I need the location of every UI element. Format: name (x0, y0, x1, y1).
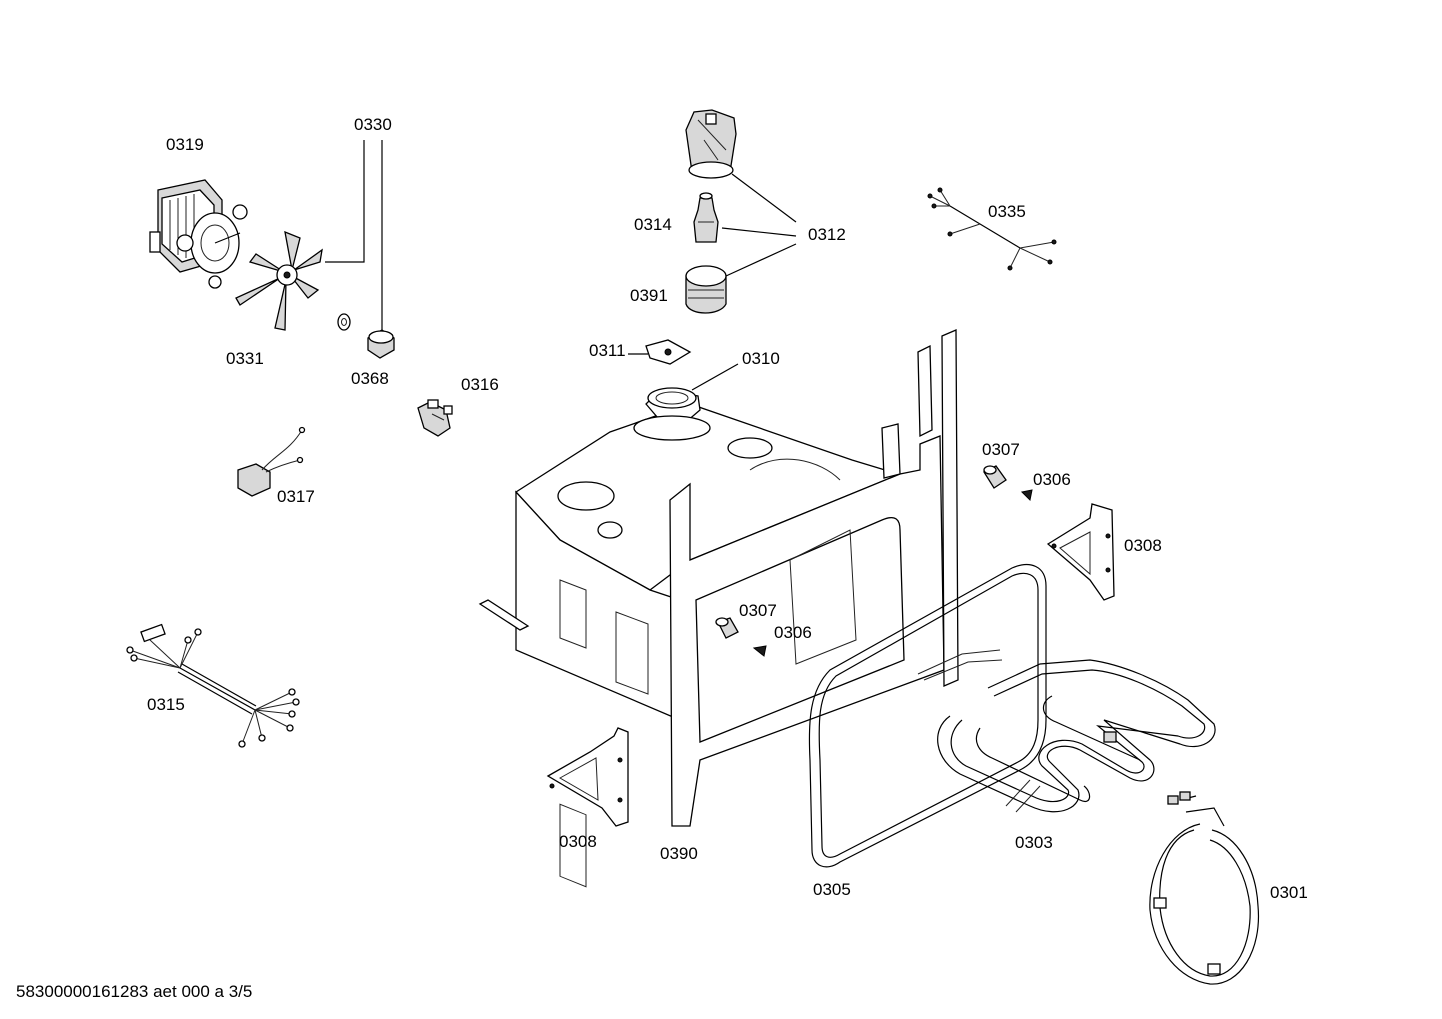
switch-part[interactable] (417, 399, 453, 437)
label-0335: 0335 (988, 202, 1026, 221)
label-0391: 0391 (630, 286, 668, 305)
oven-cavity-part[interactable] (478, 329, 959, 888)
clip-part[interactable] (645, 339, 692, 365)
label-0312: 0312 (808, 225, 846, 244)
label-0331: 0331 (226, 349, 264, 368)
heating-element-ring-part[interactable] (808, 564, 1047, 868)
lamp-cover-part[interactable] (685, 109, 737, 179)
label-0390: 0390 (660, 844, 698, 863)
label-0317: 0317 (277, 487, 315, 506)
label-0307-mid: 0307 (739, 601, 777, 620)
screw-right-part[interactable] (1020, 489, 1033, 502)
leader-lines-0310 (628, 353, 739, 391)
document-footer-code: 58300000161283 aet 000 a 3/5 (16, 982, 252, 1001)
nut-part[interactable] (367, 329, 395, 359)
lamp-holder-part[interactable] (237, 426, 306, 497)
bracket-left-part[interactable] (546, 727, 629, 827)
label-0319: 0319 (166, 135, 204, 154)
label-0305: 0305 (813, 880, 851, 899)
label-0308-left: 0308 (559, 832, 597, 851)
lamp-bulb-part[interactable] (693, 192, 719, 243)
label-0308-right: 0308 (1124, 536, 1162, 555)
leader-lines-0312 (721, 173, 797, 277)
bracket-right-part[interactable] (1046, 503, 1115, 601)
circular-heating-element-part[interactable] (1149, 791, 1260, 985)
washer-part[interactable] (337, 313, 351, 331)
label-0330: 0330 (354, 115, 392, 134)
screw-mid-part[interactable] (752, 645, 767, 657)
grill-element-part[interactable] (937, 659, 1216, 813)
label-0307-right: 0307 (982, 440, 1020, 459)
fan-blade-part[interactable] (235, 230, 323, 331)
cap-right-part[interactable] (983, 465, 1007, 489)
cable-part[interactable] (927, 187, 1057, 271)
leader-lines-0330 (325, 140, 383, 330)
label-0301: 0301 (1270, 883, 1308, 902)
label-0314: 0314 (634, 215, 672, 234)
label-0368: 0368 (351, 369, 389, 388)
label-0315: 0315 (147, 695, 185, 714)
label-0303: 0303 (1015, 833, 1053, 852)
lamp-socket-part[interactable] (685, 265, 727, 314)
cap-mid-part[interactable] (715, 617, 739, 639)
label-0316: 0316 (461, 375, 499, 394)
fan-motor-part[interactable] (149, 179, 248, 289)
label-0310: 0310 (742, 349, 780, 368)
label-0306-right: 0306 (1033, 470, 1071, 489)
label-0306-mid: 0306 (774, 623, 812, 642)
label-0311: 0311 (589, 341, 626, 360)
cable-harness-part[interactable] (126, 623, 300, 748)
